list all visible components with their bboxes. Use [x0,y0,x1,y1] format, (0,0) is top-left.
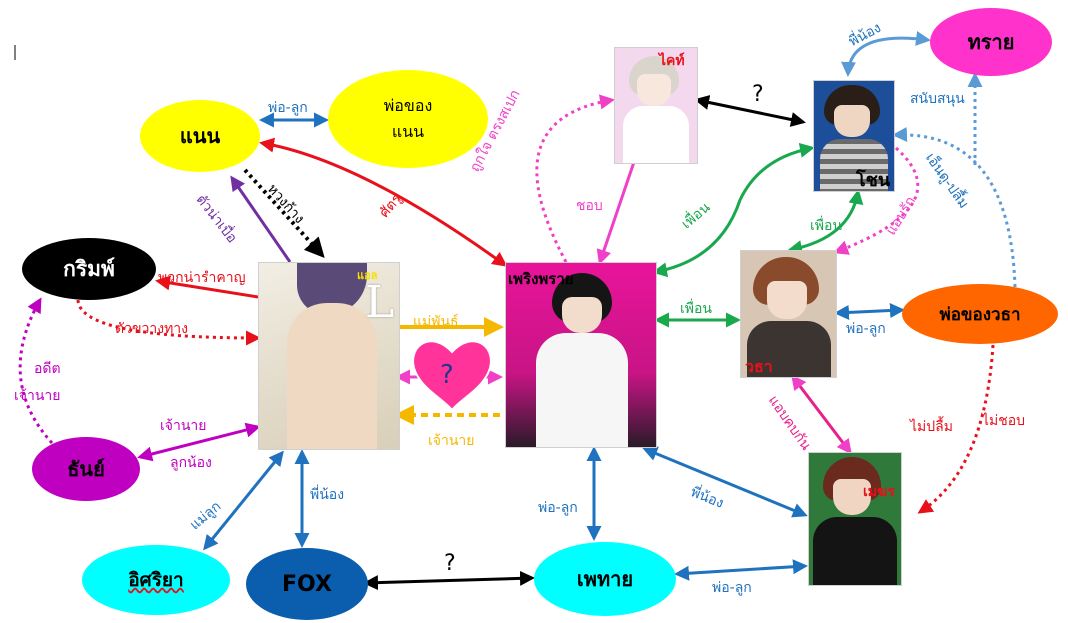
node-phethai-label: เพทาย [576,567,634,591]
portrait-l-body [287,303,377,449]
portrait-watha-face [767,281,807,319]
edge-fatherwatha-mehr [917,344,995,514]
edge-phloeng-chon [652,142,815,278]
edge-fatherwatha-chon [892,126,1017,288]
portrait-watha[interactable]: วธา [740,250,837,378]
node-sai[interactable]: ทราย [930,8,1052,76]
label-sanapsanun: สนับสนุน [910,91,965,107]
edge-than-l [137,422,261,462]
label-adit: อดีต [34,361,61,377]
edge-chon-sai [841,31,931,77]
edge-watha-mehr [791,374,852,455]
node-isariya-label: อิศริยา [128,569,184,591]
edge-fox-phethai [363,570,535,591]
label-chaonai-left: เจ้านาย [14,388,61,404]
label-phuean-watha-chon: เพื่อน [810,218,842,234]
portrait-phloeng-name: เพริงพราย [508,270,574,288]
node-isariya[interactable]: อิศริยา [82,545,230,615]
portrait-l-letter: L [365,277,395,328]
portrait-l[interactable]: แอล L [258,262,400,450]
node-father-nan-line1: พ่อของ [383,96,433,116]
node-grim[interactable]: กริมพ์ [22,238,156,300]
node-nan-label: แนน [179,124,221,148]
portrait-kai-shirt [623,106,689,163]
edge-l-grim [155,275,259,299]
portrait-chon-name: โชน [856,170,891,191]
node-sai-label: ทราย [967,30,1015,54]
node-father-nan[interactable]: พ่อของ แนน [328,70,488,168]
node-father-nan-line2: แนน [391,122,425,141]
edge-phloeng-kai [535,94,615,263]
node-father-watha-label: พ่อของวธา [939,304,1021,325]
edge-l-nan [230,175,292,263]
edge-than-grim [18,297,54,445]
label-luknong: ลูกน้อง [170,455,212,471]
question-heart: ? [440,360,454,390]
edge-nan-l [243,168,325,258]
label-chaonai-mid: เจ้านาย [428,433,475,449]
edge-chon-watha [833,146,920,255]
portrait-chon-face [834,105,870,137]
edge-grim-l [76,299,261,346]
node-phethai[interactable]: เพทาย [534,542,676,616]
node-father-watha[interactable]: พ่อของวธา [902,284,1058,344]
edge-kai-chon [694,95,806,127]
label-tua-khwang: ตัวขวางทาง [115,321,189,337]
edge-watha-father [834,303,905,320]
label-por-luk-bottom: พ่อ-ลูก [712,580,752,596]
label-chop: ชอบ [576,198,603,214]
edge-watha-chon [787,189,864,255]
label-mai-chop: ไม่ชอบ [982,413,1026,429]
label-por-luk-watha: พ่อ-ลูก [846,321,886,337]
edge-phloeng-mehr [642,446,808,518]
portrait-mehr-face [833,479,871,515]
label-phuak-namrakhan: พวกน่ารำคาญ [158,270,246,286]
edge-isariya-l [203,450,284,551]
edge-kai-phloeng [596,161,636,265]
node-than-label: ธันย์ [67,457,105,481]
node-fox-label: FOX [282,571,332,597]
heart-icon [412,340,492,412]
question-fox-phethai: ? [444,551,456,576]
portrait-kai-name: ไคท์ [659,53,685,69]
node-nan[interactable]: แนน [140,100,260,172]
portrait-mehr[interactable]: เมฆร [808,452,902,586]
label-por-luk-nan: พ่อ-ลูก [268,100,308,116]
label-mai-plum: ไม่ปลื้ม [910,419,953,435]
portrait-chon-shirt [820,139,888,191]
node-fox[interactable]: FOX [246,548,368,620]
portrait-phloeng-face [562,297,602,333]
portrait-l-tag: แอล [357,269,378,282]
portrait-kai[interactable]: ไคท์ [614,47,698,164]
node-than[interactable]: ธันย์ [32,437,140,501]
portrait-kai-face [637,74,671,106]
label-phuean-watha: เพื่อน [680,301,712,317]
portrait-mehr-name: เมฆร [863,484,895,500]
portrait-mehr-jacket [813,517,897,585]
label-por-luk-phethai: พ่อ-ลูก [538,500,578,516]
portrait-phloeng-shirt [536,333,628,447]
label-chaonai-than: เจ้านาย [160,418,207,434]
node-grim-label: กริมพ์ [63,256,115,281]
portrait-phloeng[interactable]: เพริงพราย [505,262,657,448]
portrait-chon[interactable]: โชน [813,80,895,192]
portrait-watha-suit [747,321,831,377]
question-kai-chon: ? [752,82,764,107]
portrait-watha-name: วธา [745,357,773,376]
edge-nan-phloeng [259,137,508,267]
label-maephan: แม่พันธ์ [413,314,459,330]
edge-phethai-mehr [674,559,808,581]
label-phi-nong-fox: พี่น้อง [310,487,345,503]
